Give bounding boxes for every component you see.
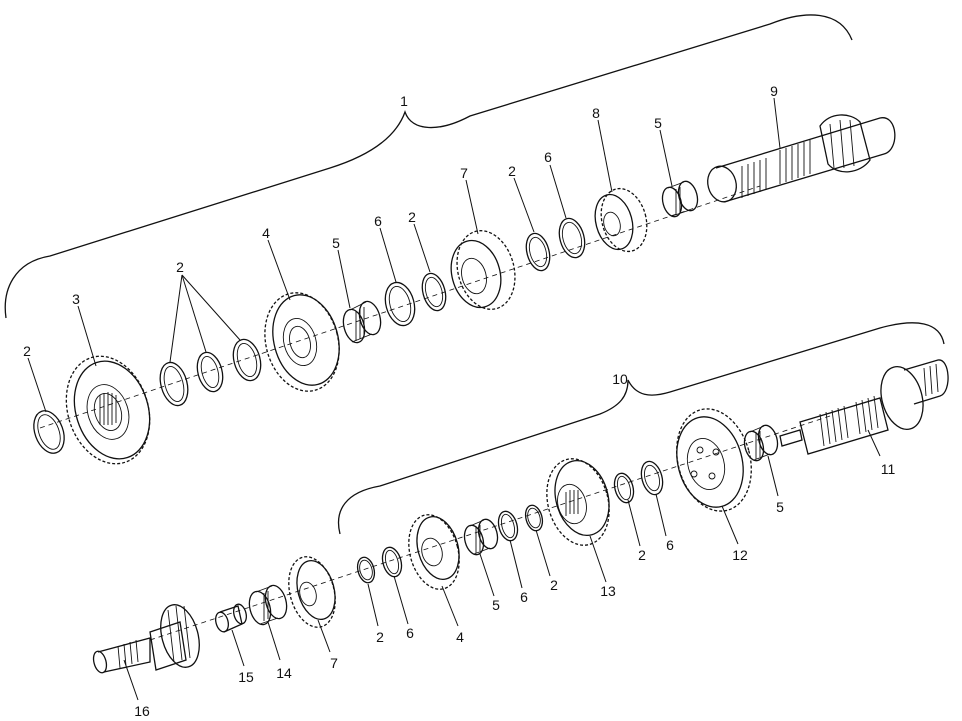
snap-ring-part-2 — [33, 410, 65, 454]
callout-2-g: 2 — [376, 629, 384, 645]
gear-part-3 — [65, 355, 151, 465]
callout-6-d: 6 — [520, 589, 528, 605]
gear-part-13 — [546, 458, 610, 546]
callout-4-a: 4 — [262, 225, 270, 241]
callout-6-a: 6 — [374, 213, 382, 229]
gear-part-12 — [676, 408, 752, 512]
callout-2-b: 2 — [176, 259, 184, 275]
brace-1 — [4, 14, 853, 319]
upper-shaft-assembly — [4, 14, 896, 465]
callout-16: 16 — [134, 703, 150, 719]
callout-2-e: 2 — [638, 547, 646, 563]
callout-2-c: 2 — [408, 209, 416, 225]
callout-6-b: 6 — [544, 149, 552, 165]
washer-part-6-lower-b — [497, 510, 519, 542]
callout-5-c: 5 — [776, 499, 784, 515]
lower-shaft-assembly — [92, 322, 949, 701]
callout-5-a: 5 — [332, 235, 340, 251]
callout-5-d: 5 — [492, 597, 500, 613]
callout-2-d: 2 — [508, 163, 516, 179]
needle-bearing-part-5-upper — [342, 300, 382, 344]
gear-part-4-upper — [264, 292, 340, 392]
callout-9: 9 — [770, 83, 778, 99]
shaft-part-9 — [707, 114, 896, 203]
callout-10: 10 — [612, 371, 628, 387]
needle-bearing-part-5-lower — [463, 518, 499, 556]
gear-part-4-lower — [408, 514, 460, 590]
collar-part-15 — [215, 603, 247, 633]
washer-part-6-lower — [381, 546, 403, 578]
needle-bearing-part-5-upper-b — [661, 180, 699, 218]
lower-leaders — [123, 429, 881, 701]
callout-6-e: 6 — [406, 625, 414, 641]
callout-3: 3 — [72, 291, 80, 307]
gear-part-8 — [594, 187, 648, 253]
upper-leaders — [27, 97, 781, 413]
callout-1: 1 — [400, 93, 408, 109]
callout-5-b: 5 — [654, 115, 662, 131]
callout-12: 12 — [732, 547, 748, 563]
callout-labels: 1 2 3 2 4 5 6 2 7 2 6 8 5 9 10 11 12 13 … — [23, 83, 895, 719]
gear-part-7-lower — [288, 556, 336, 628]
snap-ring-part-2-b — [421, 272, 447, 312]
callout-2-a: 2 — [23, 343, 31, 359]
callout-14: 14 — [276, 665, 292, 681]
washer-part-6-upper — [384, 281, 416, 327]
needle-bearing-part-5-lower-b — [743, 424, 779, 462]
callout-2-f: 2 — [550, 577, 558, 593]
snap-ring-part-2-lower — [356, 556, 376, 584]
callout-7-b: 7 — [330, 655, 338, 671]
snap-ring-part-2-c — [525, 232, 551, 272]
callout-13: 13 — [600, 583, 616, 599]
needle-bearing-part-14 — [248, 584, 288, 626]
shaft-part-11 — [779, 359, 949, 455]
callout-8: 8 — [592, 105, 600, 121]
callout-15: 15 — [238, 669, 254, 685]
lower-centerline — [149, 415, 831, 641]
brace-10 — [338, 322, 945, 535]
callout-7-a: 7 — [460, 165, 468, 181]
snap-ring-part-2-lower-c — [613, 472, 635, 504]
ring-group-part-2 — [159, 338, 262, 407]
callout-6-c: 6 — [666, 537, 674, 553]
snap-ring-part-2-lower-b — [524, 504, 544, 532]
upper-centerline — [39, 185, 761, 429]
washer-part-6-upper-b — [558, 217, 586, 259]
callout-4-b: 4 — [456, 629, 464, 645]
shaft-part-16 — [92, 604, 200, 674]
callout-11: 11 — [881, 461, 896, 477]
